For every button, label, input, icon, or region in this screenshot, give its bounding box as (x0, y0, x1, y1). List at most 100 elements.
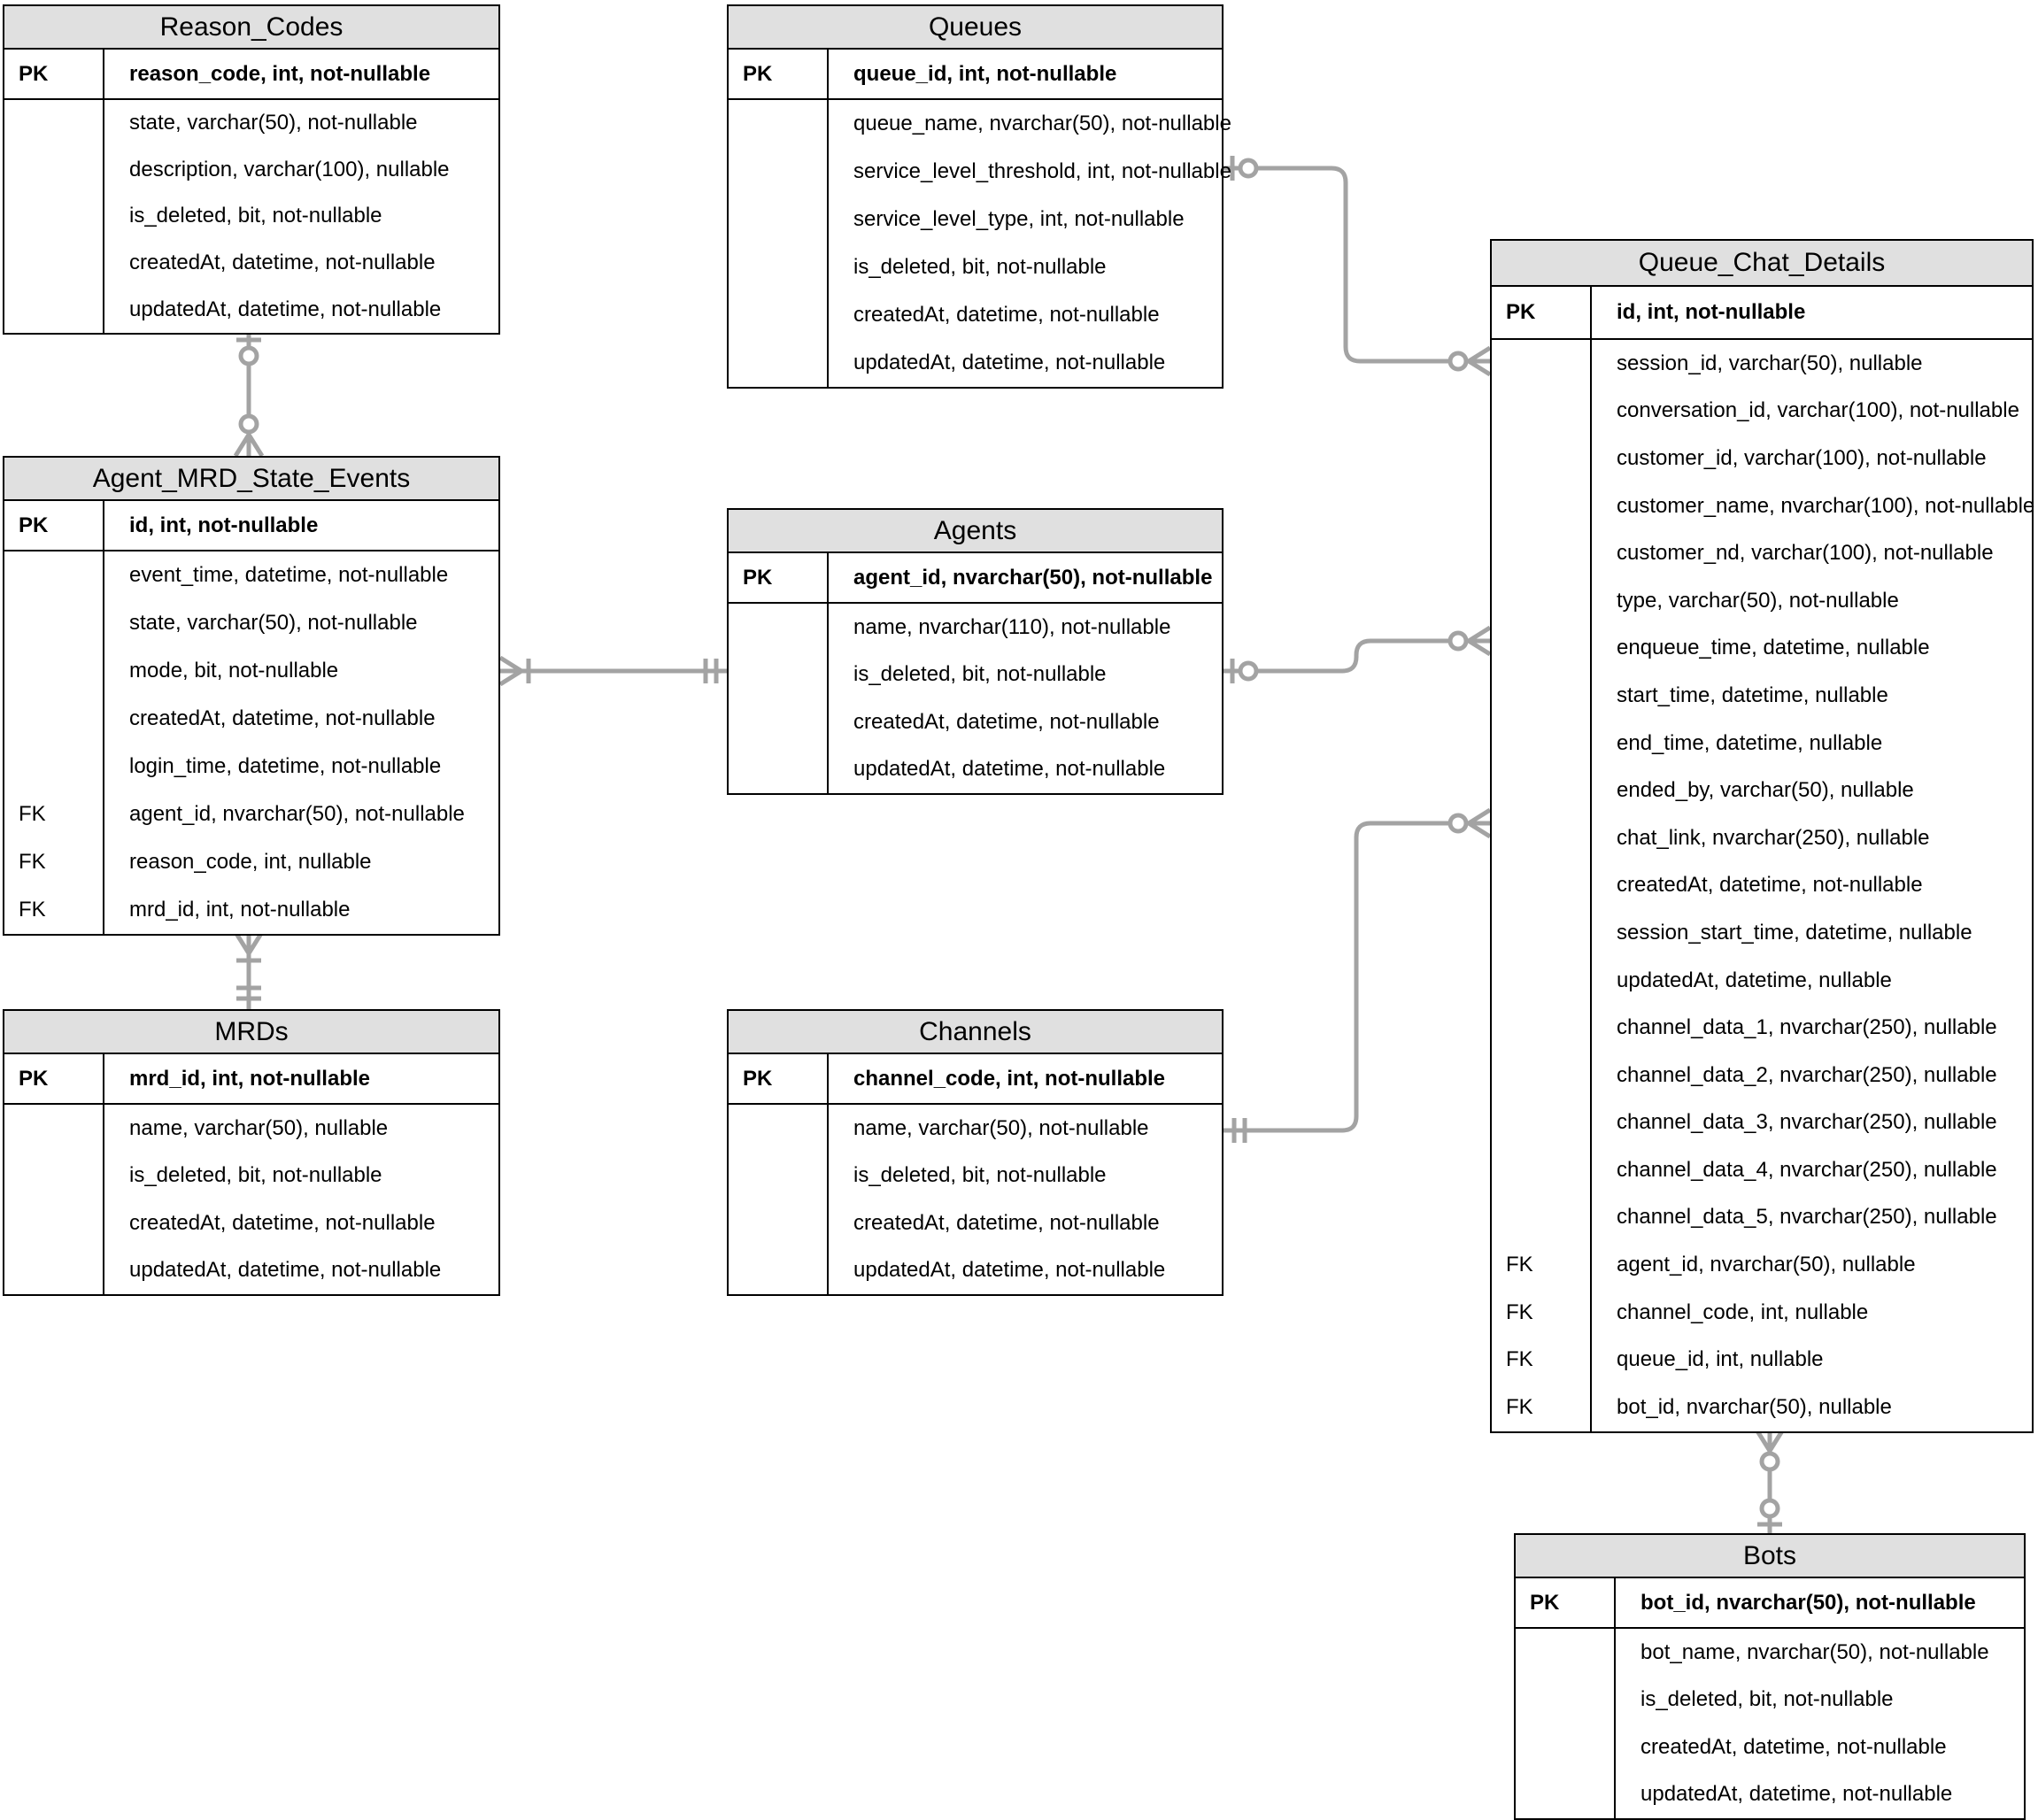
key-label: FK (1492, 1241, 1592, 1289)
key-label (1492, 1146, 1592, 1194)
field-text: description, varchar(100), nullable (129, 157, 450, 181)
field-text: updatedAt, datetime, not-nullable (853, 351, 1166, 374)
key-label (1492, 576, 1592, 625)
field-row: createdAt, datetime, not-nullable (1516, 1724, 2024, 1771)
table-body: name, nvarchar(110), not-nullable is_del… (729, 604, 1222, 793)
key-label: FK (4, 790, 104, 838)
key-label (1492, 814, 1592, 862)
pk-label: PK (729, 50, 829, 98)
field-row: ended_by, varchar(50), nullable (1492, 767, 2032, 814)
primary-key-field: id, int, not-nullable (129, 513, 319, 537)
primary-key-row: PK agent_id, nvarchar(50), not-nullable (729, 553, 1222, 604)
entity-table-channels[interactable]: Channels PK channel_code, int, not-nulla… (727, 1009, 1224, 1296)
field-text: session_start_time, datetime, nullable (1617, 920, 1972, 945)
table-body: event_time, datetime, not-nullable state… (4, 551, 498, 934)
field-text: service_level_type, int, not-nullable (853, 207, 1185, 231)
cardinality-circle-icon (1447, 630, 1469, 652)
field-text: createdAt, datetime, not-nullable (853, 1210, 1160, 1235)
primary-key-row: PK channel_code, int, not-nullable (729, 1054, 1222, 1105)
key-label (4, 193, 104, 240)
table-body: bot_name, nvarchar(50), not-nullable is_… (1516, 1629, 2024, 1818)
field-row: end_time, datetime, nullable (1492, 719, 2032, 767)
field-row: createdAt, datetime, not-nullable (4, 239, 498, 287)
connector-Channels-Queue_Chat_Details (1224, 807, 1492, 1143)
key-label (1492, 624, 1592, 673)
table-title: Agents (729, 510, 1222, 553)
cardinality-circle-icon (1238, 660, 1259, 682)
key-label (729, 604, 829, 652)
field-row: state, varchar(50), not-nullable (4, 599, 498, 647)
field-row: channel_data_1, nvarchar(250), nullable (1492, 1004, 2032, 1052)
primary-key-field: id, int, not-nullable (1617, 300, 1806, 324)
primary-key-row: PK queue_id, int, not-nullable (729, 50, 1222, 100)
field-row: is_deleted, bit, not-nullable (729, 651, 1222, 698)
key-label: FK (4, 838, 104, 886)
key-label (729, 745, 829, 793)
key-label (1492, 767, 1592, 814)
pk-label: PK (4, 1054, 104, 1103)
primary-key-row: PK reason_code, int, not-nullable (4, 50, 498, 100)
entity-table-queues[interactable]: Queues PK queue_id, int, not-nullable qu… (727, 4, 1231, 389)
key-label (1492, 529, 1592, 577)
field-text: name, varchar(50), nullable (129, 1115, 389, 1140)
crowfoot-icon (1467, 359, 1492, 377)
table-title: Queues (729, 6, 1222, 50)
key-label: FK (4, 886, 104, 934)
table-title: Channels (729, 1011, 1222, 1054)
cardinality-circle-icon (1759, 1498, 1780, 1519)
key-label (4, 100, 104, 147)
field-text: updatedAt, datetime, not-nullable (129, 1258, 442, 1283)
table-body: name, varchar(50), not-nullable is_delet… (729, 1105, 1222, 1294)
entity-table-mrds[interactable]: MRDs PK mrd_id, int, not-nullable name, … (3, 1009, 500, 1296)
field-row: FK reason_code, int, nullable (4, 838, 498, 886)
entity-table-agent-mrd-state-events[interactable]: Agent_MRD_State_Events PK id, int, not-n… (3, 456, 500, 936)
field-row: bot_name, nvarchar(50), not-nullable (1516, 1629, 2024, 1677)
key-label (1516, 1724, 1616, 1771)
key-label (729, 1199, 829, 1247)
field-text: is_deleted, bit, not-nullable (1640, 1687, 1894, 1712)
primary-key-field: mrd_id, int, not-nullable (129, 1066, 370, 1091)
key-label (729, 100, 829, 148)
key-label (1516, 1770, 1616, 1818)
key-label (729, 291, 829, 339)
cardinality-circle-icon (1447, 351, 1469, 372)
field-text: createdAt, datetime, not-nullable (129, 1210, 436, 1235)
field-text: conversation_id, varchar(100), not-nulla… (1617, 398, 2019, 423)
field-text: channel_data_3, nvarchar(250), nullable (1617, 1110, 1997, 1135)
field-row: updatedAt, datetime, nullable (1492, 956, 2032, 1005)
field-text: name, nvarchar(110), not-nullable (853, 614, 1171, 639)
key-label (729, 1246, 829, 1294)
field-text: channel_code, int, nullable (1617, 1299, 1869, 1324)
key-label (4, 1105, 104, 1153)
primary-key-field: reason_code, int, not-nullable (129, 61, 431, 86)
field-row: createdAt, datetime, not-nullable (729, 1199, 1222, 1247)
field-text: createdAt, datetime, not-nullable (853, 709, 1160, 734)
key-label: FK (1492, 1384, 1592, 1431)
entity-table-reason-codes[interactable]: Reason_Codes PK reason_code, int, not-nu… (3, 4, 500, 335)
field-row: FK agent_id, nvarchar(50), nullable (1492, 1241, 2032, 1289)
cardinality-circle-icon (1759, 1451, 1780, 1472)
table-body: state, varchar(50), not-nullable descrip… (4, 100, 498, 333)
entity-table-queue-chat-details[interactable]: Queue_Chat_Details PK id, int, not-nulla… (1490, 239, 2034, 1433)
field-text: state, varchar(50), not-nullable (129, 111, 418, 135)
field-row: name, varchar(50), not-nullable (729, 1105, 1222, 1153)
field-row: updatedAt, datetime, not-nullable (4, 1246, 498, 1294)
entity-table-bots[interactable]: Bots PK bot_id, nvarchar(50), not-nullab… (1514, 1533, 2026, 1820)
field-text: mrd_id, int, not-nullable (129, 898, 351, 922)
pk-label: PK (1516, 1578, 1616, 1627)
key-label (1492, 956, 1592, 1005)
field-row: service_level_threshold, int, not-nullab… (729, 148, 1231, 196)
connector-Agents-Queue_Chat_Details (1224, 625, 1492, 683)
cardinality-circle-icon (1447, 813, 1469, 834)
field-text: channel_data_1, nvarchar(250), nullable (1617, 1015, 1997, 1040)
crowfoot-icon (1467, 345, 1492, 364)
field-row: channel_data_4, nvarchar(250), nullable (1492, 1146, 2032, 1194)
field-text: is_deleted, bit, not-nullable (853, 1163, 1107, 1188)
crowfoot-icon (233, 433, 251, 458)
entity-table-agents[interactable]: Agents PK agent_id, nvarchar(50), not-nu… (727, 508, 1224, 795)
field-text: updatedAt, datetime, not-nullable (1640, 1782, 1953, 1807)
field-text: state, varchar(50), not-nullable (129, 611, 418, 635)
field-text: mode, bit, not-nullable (129, 659, 339, 682)
key-label (729, 196, 829, 243)
key-label (1492, 672, 1592, 720)
